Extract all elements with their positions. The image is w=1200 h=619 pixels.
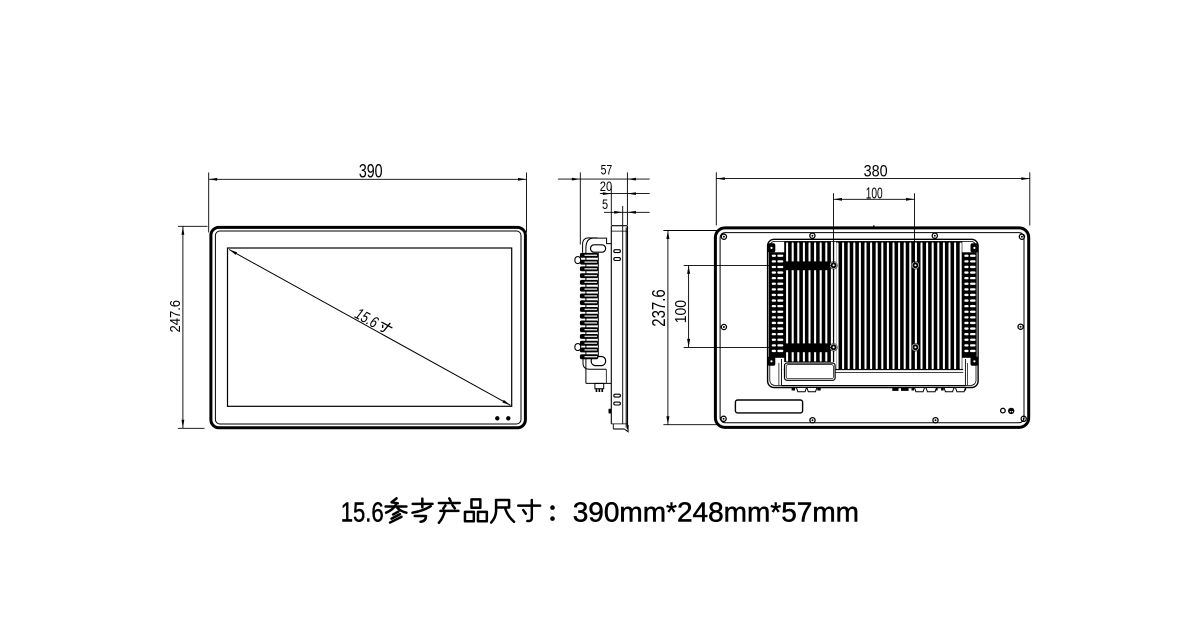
svg-text:390mm*248mm*57mm: 390mm*248mm*57mm [573,496,859,527]
svg-text:57: 57 [601,162,613,178]
svg-text:15.6: 15.6 [341,496,384,527]
svg-text:100: 100 [673,300,690,323]
svg-text:247.6: 247.6 [167,300,184,333]
svg-text:237.6: 237.6 [649,289,669,326]
svg-text:380: 380 [864,163,888,181]
svg-text:390: 390 [359,160,383,182]
svg-text:20: 20 [600,179,612,195]
svg-text:5: 5 [602,197,608,213]
svg-text:100: 100 [866,186,883,203]
